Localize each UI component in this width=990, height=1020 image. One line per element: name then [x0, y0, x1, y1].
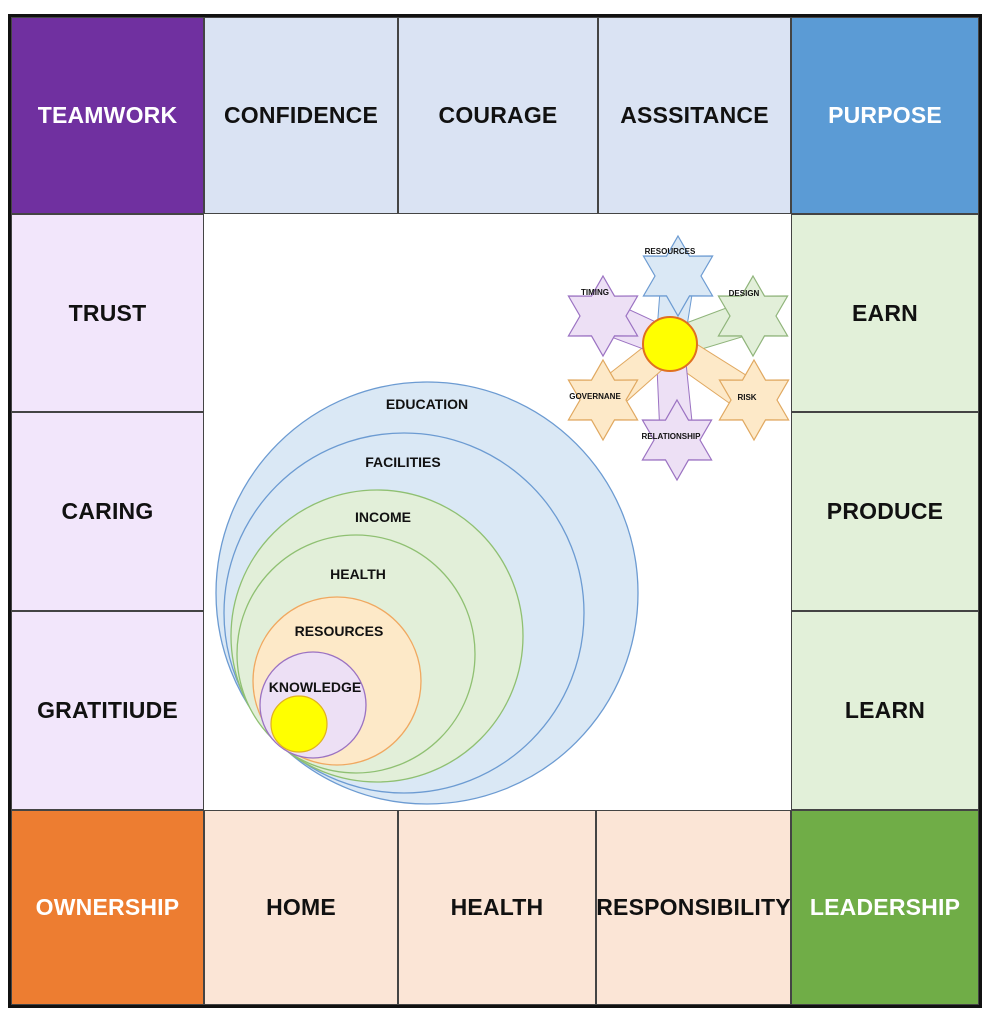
star-cluster: RESOURCES DESIGN RISK RELATIONSHIP GOVER… [567, 234, 790, 482]
star-governane [567, 358, 639, 442]
label-resources: RESOURCES [295, 623, 384, 639]
star-resources [642, 234, 714, 318]
knowledge-core [270, 695, 328, 753]
star-timing [567, 274, 639, 358]
cell-caring: CARING [11, 412, 204, 611]
cell-confidence: CONFIDENCE [204, 17, 398, 214]
cell-gratitude: GRATITIUDE [11, 611, 204, 810]
cell-earn: EARN [791, 214, 979, 412]
center-diagram: EDUCATION FACILITIES INCOME HEALTH RESOU… [215, 234, 790, 805]
label-facilities: FACILITIES [365, 454, 440, 470]
cell-courage: COURAGE [398, 17, 598, 214]
cell-responsibility: RESPONSIBILITY [596, 810, 791, 1005]
star-relationship [641, 398, 713, 482]
star-risk [718, 358, 790, 442]
star-label-resources: RESOURCES [645, 247, 696, 256]
star-label-timing: TIMING [581, 288, 609, 297]
cell-learn: LEARN [791, 611, 979, 810]
cell-ownership: OWNERSHIP [11, 810, 204, 1005]
cluster-core [642, 316, 698, 372]
star-label-design: DESIGN [729, 289, 760, 298]
cell-assistance: ASSSITANCE [598, 17, 791, 214]
label-health: HEALTH [330, 566, 386, 582]
cell-health: HEALTH [398, 810, 596, 1005]
cell-home: HOME [204, 810, 398, 1005]
label-income: INCOME [355, 509, 411, 525]
star-design [717, 274, 789, 358]
cell-teamwork: TEAMWORK [11, 17, 204, 214]
cell-leadership: LEADERSHIP [791, 810, 979, 1005]
principles-board: TEAMWORK CONFIDENCE COURAGE ASSSITANCE P… [8, 14, 982, 1008]
label-education: EDUCATION [386, 396, 468, 412]
cell-purpose: PURPOSE [791, 17, 979, 214]
nested-circles: EDUCATION FACILITIES INCOME HEALTH RESOU… [215, 381, 639, 805]
star-label-relationship: RELATIONSHIP [642, 432, 702, 441]
star-label-governane: GOVERNANE [569, 392, 621, 401]
cell-produce: PRODUCE [791, 412, 979, 611]
cell-trust: TRUST [11, 214, 204, 412]
star-label-risk: RISK [737, 393, 756, 402]
label-knowledge: KNOWLEDGE [269, 679, 362, 695]
